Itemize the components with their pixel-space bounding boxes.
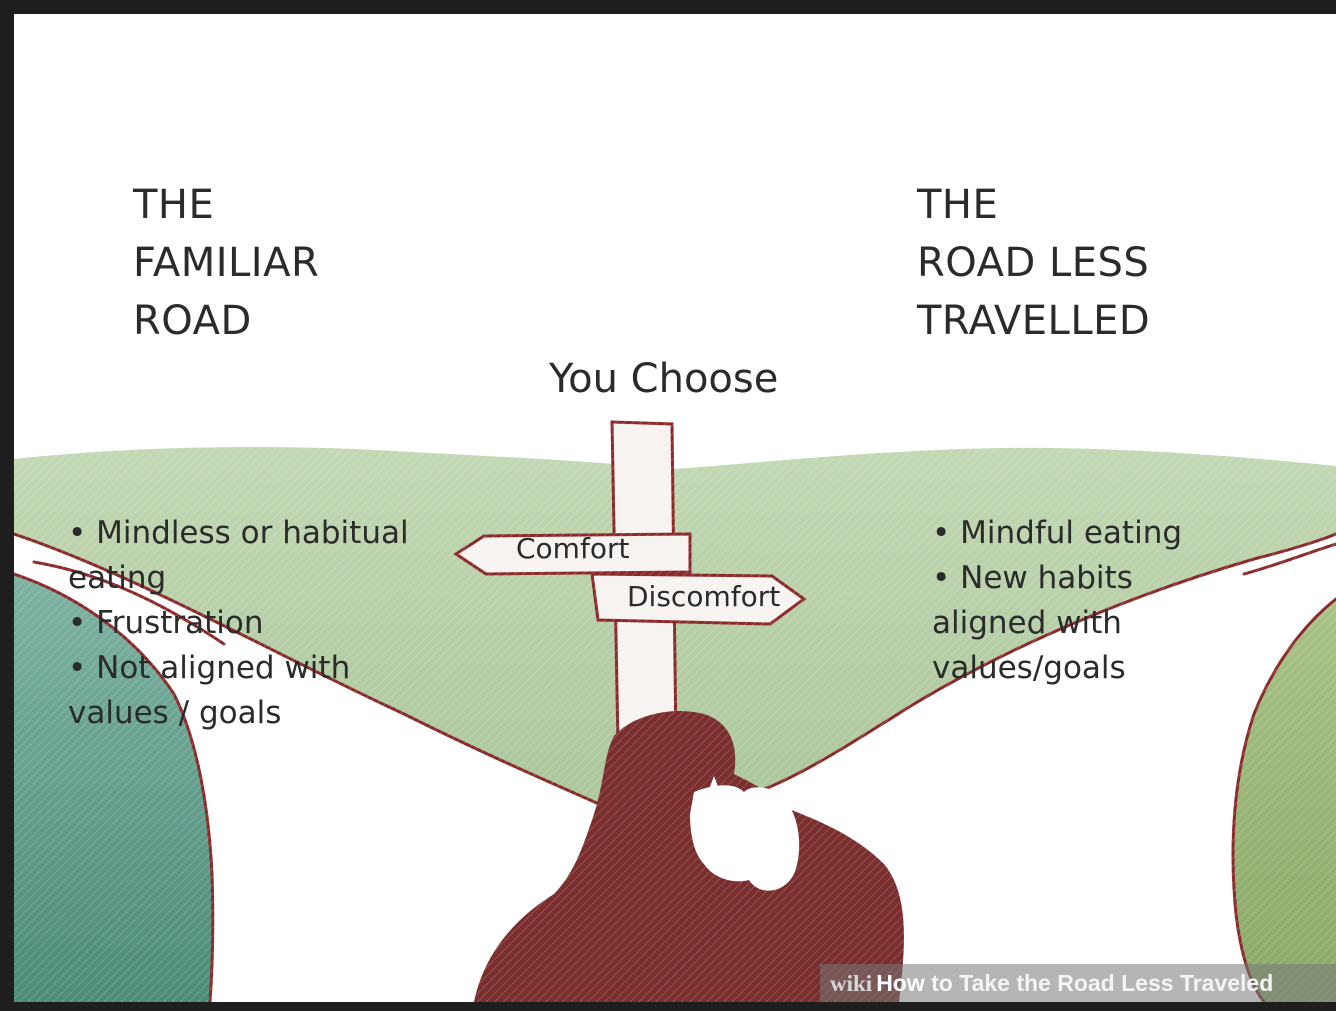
watermark-text: to Take the Road Less Traveled (924, 970, 1274, 996)
heading-line: TRAVELLED (917, 298, 1151, 344)
list-item: • Frustration (68, 605, 264, 641)
heading-line: FAMILIAR (133, 240, 320, 286)
road-illustration (14, 14, 1336, 1002)
list-item: • Mindful eating (932, 515, 1183, 551)
watermark-brand: wiki (830, 971, 873, 996)
discomfort-sign-label: Discomfort (627, 580, 781, 613)
slide: THE FAMILIAR ROAD THE ROAD LESS TRAVELLE… (14, 14, 1336, 1002)
list-item: • New habits (932, 560, 1133, 596)
heading-line: THE (133, 182, 215, 228)
heading-line: ROAD LESS (917, 240, 1150, 286)
watermark-emphasis: How (876, 970, 925, 996)
list-item: eating (68, 560, 167, 596)
heading-line: ROAD (133, 298, 252, 344)
road-less-travelled-heading: THE ROAD LESS TRAVELLED (917, 176, 1150, 350)
you-choose-title: You Choose (549, 356, 779, 402)
list-item: values / goals (68, 695, 282, 731)
road-less-travelled-list: • Mindful eating • New habits aligned wi… (932, 511, 1182, 691)
list-item: • Not aligned with (68, 650, 351, 686)
list-item: values/goals (932, 650, 1126, 686)
comfort-sign-label: Comfort (516, 532, 630, 565)
list-item: • Mindless or habitual (68, 515, 409, 551)
heading-line: THE (917, 182, 999, 228)
familiar-road-heading: THE FAMILIAR ROAD (133, 176, 319, 350)
familiar-road-list: • Mindless or habitual eating • Frustrat… (68, 511, 409, 736)
list-item: aligned with (932, 605, 1122, 641)
